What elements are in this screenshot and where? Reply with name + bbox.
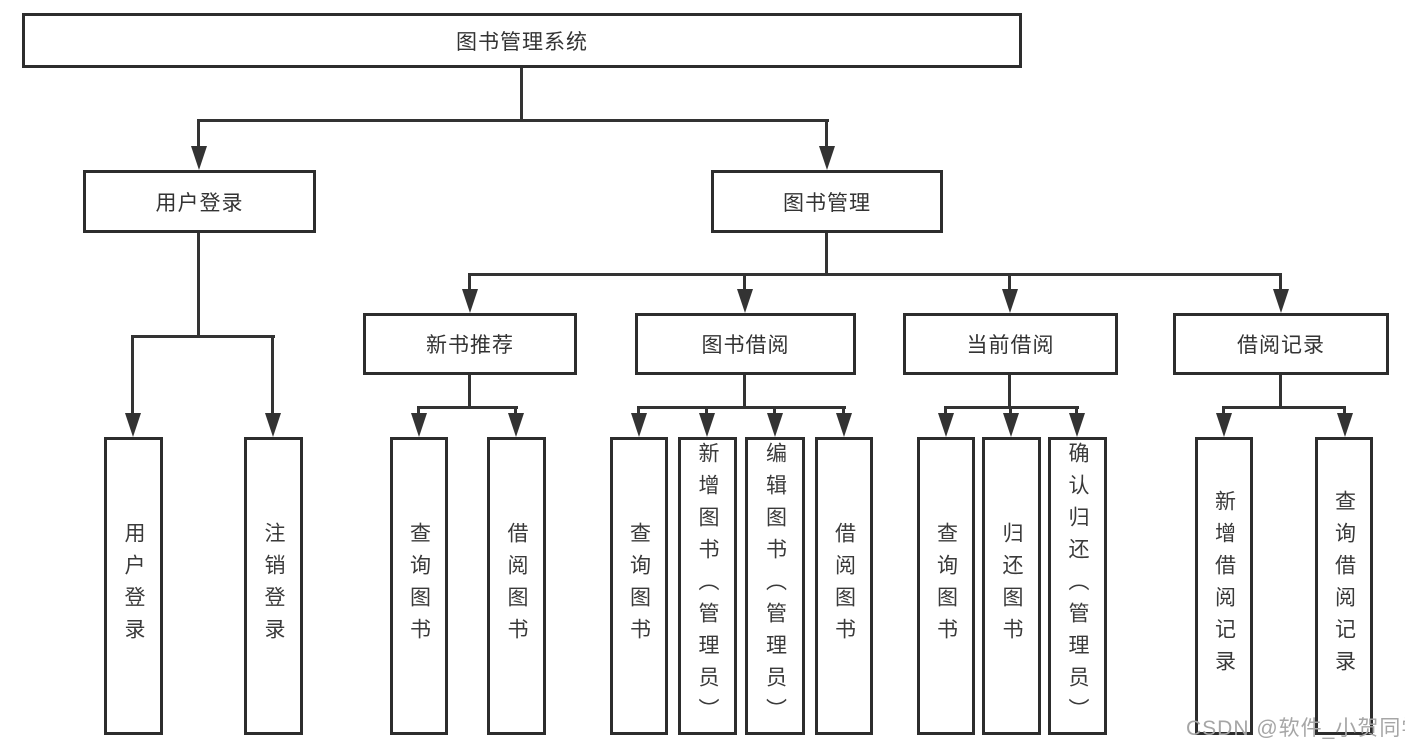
connector-drop-book-borrowing	[743, 273, 746, 293]
arrowhead-leaf-borrow-books-1	[508, 413, 524, 437]
leaf-add-books-admin-label: 新增图书（管理员）	[696, 442, 719, 730]
connector-book-management-stub	[825, 233, 828, 275]
leaf-query-books-borrowing: 查询图书	[610, 437, 668, 735]
leaf-borrow-books-borrowing-label: 借阅图书	[832, 522, 856, 650]
connector-drop-leaf-add-books-admin	[705, 406, 708, 418]
leaf-edit-books-admin: 编辑图书（管理员）	[745, 437, 805, 735]
arrowhead-leaf-borrow-books-2	[836, 413, 852, 437]
connector-drop-leaf-query-books-1	[417, 406, 420, 418]
node-book-management-label: 图书管理	[783, 191, 871, 215]
arrowhead-leaf-user-login	[125, 413, 141, 437]
node-user-login: 用户登录	[83, 170, 316, 233]
leaf-edit-books-admin-label: 编辑图书（管理员）	[763, 442, 787, 730]
connector-drop-leaf-edit-books-admin	[773, 406, 776, 418]
connector-drop-leaf-return-books	[1009, 406, 1012, 418]
connector-rail-borrowing-records	[1224, 406, 1346, 409]
leaf-add-borrow-record-label: 新增借阅记录	[1212, 490, 1236, 682]
connector-user-login-stub	[197, 233, 200, 337]
node-user-login-label: 用户登录	[155, 191, 244, 215]
node-borrowing-records: 借阅记录	[1173, 313, 1389, 375]
arrowhead-leaf-query-books-1	[411, 413, 427, 437]
leaf-query-books-current-label: 查询图书	[934, 522, 958, 650]
node-current-borrowing-label: 当前借阅	[966, 334, 1055, 357]
connector-drop-leaf-logout	[271, 335, 274, 417]
arrowhead-leaf-confirm-return-admin	[1069, 413, 1085, 437]
leaf-borrow-books-recommendation-label: 借阅图书	[505, 522, 528, 650]
arrowhead-leaf-query-borrow-record	[1337, 413, 1353, 437]
connector-new-book-recommendation-stub	[468, 375, 471, 409]
arrowhead-borrowing-records	[1273, 289, 1289, 313]
connector-borrowing-records-stub	[1279, 375, 1282, 409]
arrowhead-book-borrowing	[737, 289, 753, 313]
arrowhead-new-book-recommendation	[462, 289, 478, 313]
connector-drop-current-borrowing	[1008, 273, 1011, 293]
connector-drop-borrowing-records	[1279, 273, 1282, 293]
connector-rail-new-book-recommendation	[419, 406, 518, 409]
arrowhead-leaf-query-books-3	[938, 413, 954, 437]
arrowhead-leaf-add-borrow-record	[1216, 413, 1232, 437]
connector-drop-book-management	[825, 119, 828, 150]
arrowhead-leaf-query-books-2	[631, 413, 647, 437]
connector-drop-leaf-borrow-books-2	[842, 406, 845, 418]
connector-rail-book-borrowing	[639, 406, 846, 409]
node-book-management: 图书管理	[711, 170, 943, 233]
leaf-borrow-books-recommendation: 借阅图书	[487, 437, 546, 735]
node-new-book-recommendation-label: 新书推荐	[426, 334, 514, 357]
leaf-query-books-recommendation-label: 查询图书	[407, 522, 431, 650]
connector-drop-leaf-query-books-2	[637, 406, 640, 418]
connector-rail-level3	[470, 273, 1281, 276]
connector-rail-user-login-children	[133, 335, 275, 338]
connector-book-borrowing-stub	[743, 375, 746, 409]
arrowhead-leaf-return-books	[1003, 413, 1019, 437]
connector-drop-leaf-confirm-return-admin	[1075, 406, 1078, 418]
connector-drop-leaf-borrow-books-1	[514, 406, 517, 418]
arrowhead-current-borrowing	[1002, 289, 1018, 313]
leaf-query-books-borrowing-label: 查询图书	[627, 522, 651, 650]
leaf-logout: 注销登录	[244, 437, 303, 735]
arrowhead-leaf-add-books-admin	[699, 413, 715, 437]
connector-rail-current-borrowing	[946, 406, 1079, 409]
arrowhead-leaf-edit-books-admin	[767, 413, 783, 437]
connector-drop-leaf-query-borrow-record	[1343, 406, 1346, 418]
leaf-query-borrow-record: 查询借阅记录	[1315, 437, 1373, 735]
arrowhead-user-login	[191, 146, 207, 170]
connector-drop-leaf-query-books-3	[944, 406, 947, 418]
connector-drop-leaf-add-borrow-record	[1222, 406, 1225, 418]
leaf-return-books: 归还图书	[982, 437, 1041, 735]
root-node-library-management-system: 图书管理系统	[22, 13, 1022, 68]
csdn-watermark: CSDN @软件_小贺同学	[1186, 717, 1405, 740]
leaf-confirm-return-admin-label: 确认归还（管理员）	[1066, 442, 1089, 730]
connector-drop-leaf-user-login	[131, 335, 134, 417]
leaf-add-borrow-record: 新增借阅记录	[1195, 437, 1253, 735]
connector-drop-new-book-recommendation	[468, 273, 471, 293]
root-node-label: 图书管理系统	[456, 30, 588, 54]
leaf-user-login-label: 用户登录	[122, 522, 145, 650]
leaf-confirm-return-admin: 确认归还（管理员）	[1048, 437, 1107, 735]
connector-drop-user-login	[197, 119, 200, 150]
node-borrowing-records-label: 借阅记录	[1237, 334, 1325, 357]
leaf-query-books-current: 查询图书	[917, 437, 975, 735]
node-book-borrowing: 图书借阅	[635, 313, 856, 375]
leaf-logout-label: 注销登录	[262, 522, 285, 650]
leaf-user-login: 用户登录	[104, 437, 163, 735]
leaf-borrow-books-borrowing: 借阅图书	[815, 437, 873, 735]
node-book-borrowing-label: 图书借阅	[701, 334, 790, 357]
connector-rail-level2	[198, 119, 829, 122]
node-current-borrowing: 当前借阅	[903, 313, 1118, 375]
arrowhead-leaf-logout	[265, 413, 281, 437]
leaf-query-books-recommendation: 查询图书	[390, 437, 448, 735]
leaf-add-books-admin: 新增图书（管理员）	[678, 437, 737, 735]
leaf-return-books-label: 归还图书	[1000, 522, 1023, 650]
connector-current-borrowing-stub	[1008, 375, 1011, 409]
arrowhead-book-management	[819, 146, 835, 170]
connector-root-stub	[520, 68, 523, 121]
leaf-query-borrow-record-label: 查询借阅记录	[1332, 490, 1356, 682]
node-new-book-recommendation: 新书推荐	[363, 313, 577, 375]
